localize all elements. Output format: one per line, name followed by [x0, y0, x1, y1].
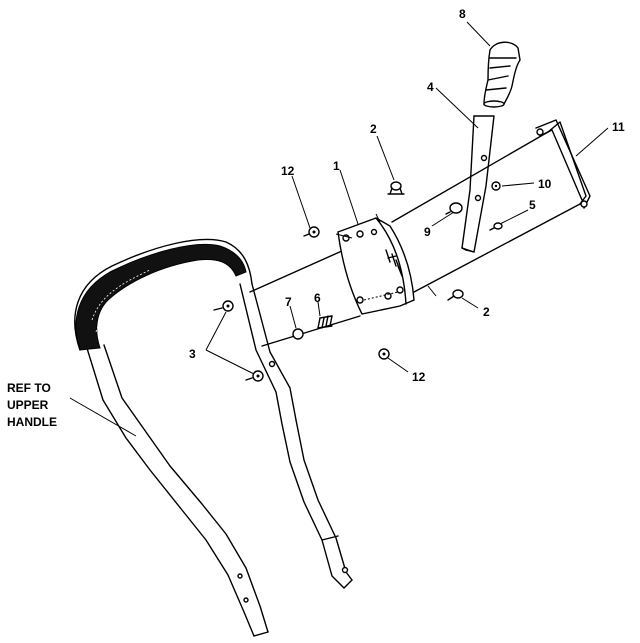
label-part-3: 3: [189, 347, 196, 361]
upper-handle: [74, 238, 353, 637]
label-part-4: 4: [427, 80, 434, 94]
screw-part-5: [489, 222, 503, 231]
label-part-9: 9: [424, 225, 431, 239]
nut-part-10: [491, 181, 501, 191]
leader-lines: [69, 21, 609, 437]
label-part-7: 7: [285, 295, 292, 309]
plate-part-1: [337, 217, 415, 315]
ref-label-line-3: HANDLE: [7, 415, 57, 429]
label-part-12-top: 12: [281, 164, 295, 178]
ref-label-line-1: REF TO: [7, 381, 51, 395]
nut-part-12-bottom: [378, 348, 390, 360]
spring-part-6: [317, 315, 333, 329]
label-part-2-bottom: 2: [483, 305, 490, 319]
label-part-1: 1: [333, 159, 340, 173]
ref-label-line-2: UPPER: [7, 398, 49, 412]
nuts-part-3: [213, 300, 264, 382]
nut-part-12-top: [303, 226, 320, 238]
label-part-11: 11: [612, 120, 625, 134]
shift-rod: [249, 121, 587, 347]
shift-lever-part-4: [461, 115, 495, 253]
label-part-8: 8: [459, 7, 466, 21]
label-part-6: 6: [314, 291, 321, 305]
bolt-part-2-top: [387, 181, 405, 195]
bracket-part-11: [535, 119, 591, 209]
pin-part-9: [445, 202, 463, 215]
label-part-12-bottom: 12: [412, 370, 426, 384]
label-part-10: 10: [538, 177, 552, 191]
bolt-part-2-bottom: [447, 289, 464, 301]
label-part-2-top: 2: [370, 122, 377, 136]
label-part-5: 5: [529, 198, 536, 212]
washer-part-7: [292, 328, 304, 340]
knob-part-8: [483, 41, 521, 108]
